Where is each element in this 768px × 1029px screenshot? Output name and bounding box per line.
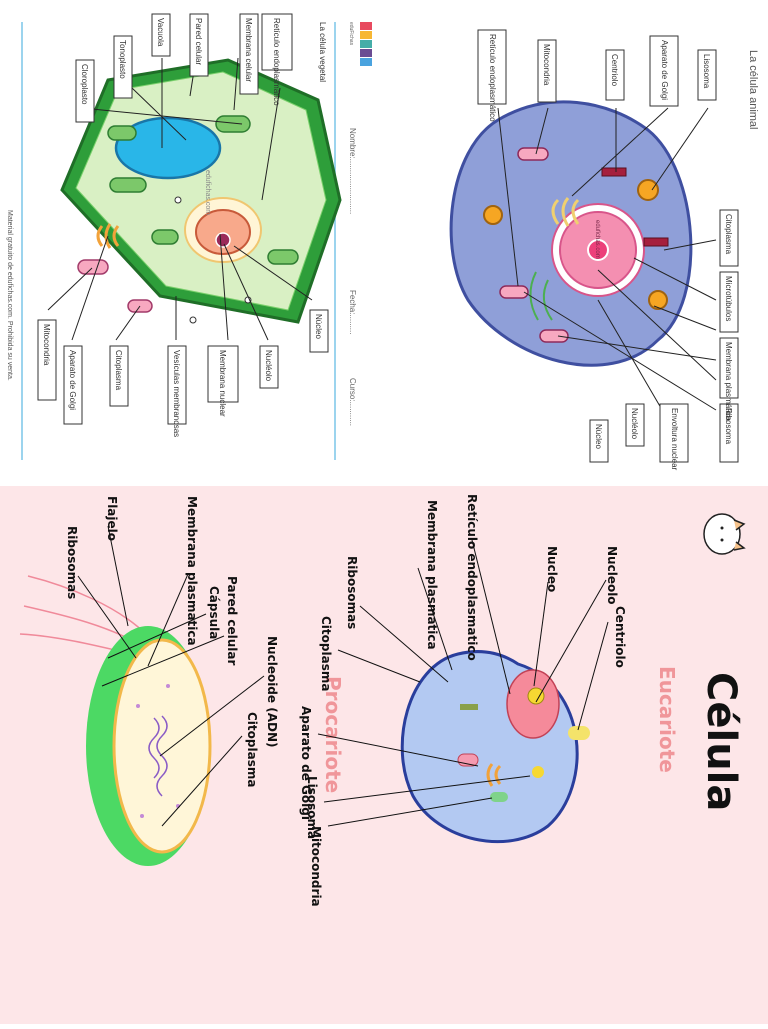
plant-watermark: edufichas.com bbox=[204, 170, 211, 215]
animal-label-lisosoma: Lisosoma bbox=[702, 54, 711, 89]
euk-label-nucleo: Nucleo bbox=[545, 546, 559, 592]
plant-label-nucleo: Núcleo bbox=[314, 314, 323, 339]
plant-label-citoplasma: Citoplasma bbox=[114, 350, 123, 391]
animal-label-nucleolo: Nucléolo bbox=[630, 408, 639, 440]
euk-vesicle bbox=[568, 726, 590, 740]
prok-label-membrana: Membrana plasmatica bbox=[185, 496, 199, 646]
plant-label-pared: Pared celular bbox=[194, 18, 203, 65]
plant-label-tonoplasto: Tonoplasto bbox=[118, 40, 127, 79]
euk-label-golgi: Aparato de Golgi bbox=[299, 706, 313, 820]
prok-label-capsula: Cápsula bbox=[207, 586, 221, 639]
plant-mitochondrion bbox=[77, 259, 109, 275]
plant-nucleus bbox=[195, 209, 251, 255]
lysosome bbox=[648, 290, 668, 310]
worksheet-svg: La célula vegetal eduFichas Nombre:.....… bbox=[0, 0, 768, 478]
plant-cell: edufichas.com bbox=[60, 58, 342, 324]
lysosome bbox=[637, 179, 659, 201]
form-date: Fecha:......... bbox=[348, 290, 357, 334]
chloroplast bbox=[151, 229, 179, 245]
animal-label-citoplasma: Citoplasma bbox=[724, 214, 733, 255]
prok-label-citoplasma: Citoplasma bbox=[245, 712, 259, 787]
plant-label-nucleolo: Nucléolo bbox=[264, 350, 273, 382]
prok-body bbox=[112, 638, 212, 854]
prok-leader-lines bbox=[77, 525, 265, 827]
eucariote-title: Eucariote bbox=[655, 666, 679, 773]
animal-label-mitocondria: Mitocondria bbox=[542, 44, 551, 86]
euk-label-nucleolo: Nucleolo bbox=[605, 546, 619, 605]
animal-label-microtubulos: Microtúbulos bbox=[724, 276, 733, 321]
cat-icon bbox=[703, 513, 746, 555]
animal-title: La célula animal bbox=[747, 50, 759, 130]
plant-golgi bbox=[96, 223, 120, 249]
chloroplast bbox=[109, 177, 147, 193]
footer-note: Material gratuito de edufichas.com. Proh… bbox=[6, 210, 13, 381]
animal-label-nucleo: Núcleo bbox=[594, 424, 603, 449]
euk-label-ribosomas: Ribosomas bbox=[345, 556, 359, 629]
euk-centriole bbox=[460, 704, 478, 710]
chloroplast bbox=[267, 249, 299, 265]
euk-label-centriolo: Centriolo bbox=[613, 606, 627, 668]
animal-mitochondrion bbox=[499, 285, 529, 299]
plant-label-membrana: Membrana celular bbox=[244, 18, 253, 82]
animal-labels: Lisosoma Aparato de Golgi Centriolo Mito… bbox=[477, 29, 739, 471]
animal-label-reticulo: Retículo endoplasmático bbox=[488, 34, 497, 122]
animal-label-golgi: Aparato de Golgi bbox=[660, 40, 669, 100]
prok-label-nucleoide: Nucleoide (ADN) bbox=[265, 636, 279, 747]
edufichas-logo: eduFichas bbox=[348, 22, 372, 66]
form-name: Nombre:......................... bbox=[348, 128, 357, 214]
centriole bbox=[601, 167, 627, 177]
form-course: Curso:........... bbox=[348, 378, 357, 426]
euk-label-reticulo: Retículo endoplasmatico bbox=[465, 494, 479, 661]
plant-label-vesiculas: Vesículas membranosas bbox=[172, 350, 181, 437]
animal-mitochondrion bbox=[517, 147, 549, 161]
animal-golgi bbox=[551, 197, 580, 227]
animal-label-membrana: Membrana plasmática bbox=[724, 342, 733, 421]
euk-golgi bbox=[486, 763, 502, 787]
plant-title: La célula vegetal bbox=[318, 22, 327, 82]
centriole bbox=[643, 237, 669, 247]
animal-mitochondrion bbox=[539, 329, 569, 343]
plant-labels: Cloroplasto Tonoplasto Vacuola Pared cel… bbox=[37, 13, 329, 437]
euk-label-mitocondria: Mitocondria bbox=[309, 826, 323, 907]
nucleoid bbox=[148, 715, 168, 797]
eukaryote-cell bbox=[400, 650, 590, 844]
logo-text: eduFichas bbox=[348, 22, 354, 46]
worksheet-panel: La célula vegetal eduFichas Nombre:.....… bbox=[0, 0, 768, 478]
plant-label-vacuola: Vacuola bbox=[156, 18, 165, 47]
euk-label-membrana: Membrana plasmatica bbox=[425, 500, 439, 650]
plant-label-cloroplasto: Cloroplasto bbox=[80, 64, 89, 105]
plant-label-mitocondria: Mitocondria bbox=[42, 324, 51, 366]
vacuole bbox=[114, 116, 222, 180]
lysosome bbox=[483, 205, 503, 225]
poster-panel: Célula Eucariote Procariote bbox=[0, 486, 768, 1024]
animal-watermark: edufichas.com bbox=[594, 220, 600, 259]
euk-label-citoplasma: Citoplasma bbox=[319, 616, 333, 691]
animal-label-centriolo: Centriolo bbox=[610, 54, 619, 87]
euk-nucleolus bbox=[527, 687, 545, 705]
animal-cell: edufichas.com bbox=[449, 100, 693, 367]
plant-label-golgi: Aparato de Golgi bbox=[68, 350, 77, 410]
plant-nucleolus bbox=[215, 232, 231, 248]
euk-nucleus bbox=[506, 669, 560, 739]
poster-svg: Célula Eucariote Procariote bbox=[0, 486, 768, 1024]
plant-label-reticulo: Retículo endoplasmático bbox=[272, 18, 281, 106]
animal-label-ribosoma: Ribosoma bbox=[724, 408, 733, 445]
prok-label-ribosomas: Ribosomas bbox=[65, 526, 79, 599]
chloroplast bbox=[215, 115, 251, 133]
euk-label-lisosoma: Lisosoma bbox=[305, 776, 319, 839]
poster-title: Célula bbox=[698, 672, 744, 811]
animal-nucleolus bbox=[587, 239, 609, 261]
prok-label-pared: Pared celular bbox=[225, 576, 239, 666]
animal-label-envoltura: Envoltura nuclear bbox=[670, 408, 679, 471]
euk-mitochondrion bbox=[490, 792, 508, 802]
euk-leader-lines bbox=[317, 539, 609, 827]
procariote-title: Procariote bbox=[321, 676, 345, 793]
plant-label-membrana-nuclear: Membrana nuclear bbox=[218, 350, 227, 417]
euk-lysosome bbox=[532, 766, 544, 778]
chloroplast bbox=[107, 125, 137, 141]
prok-label-flajelo: Flajelo bbox=[105, 496, 119, 541]
